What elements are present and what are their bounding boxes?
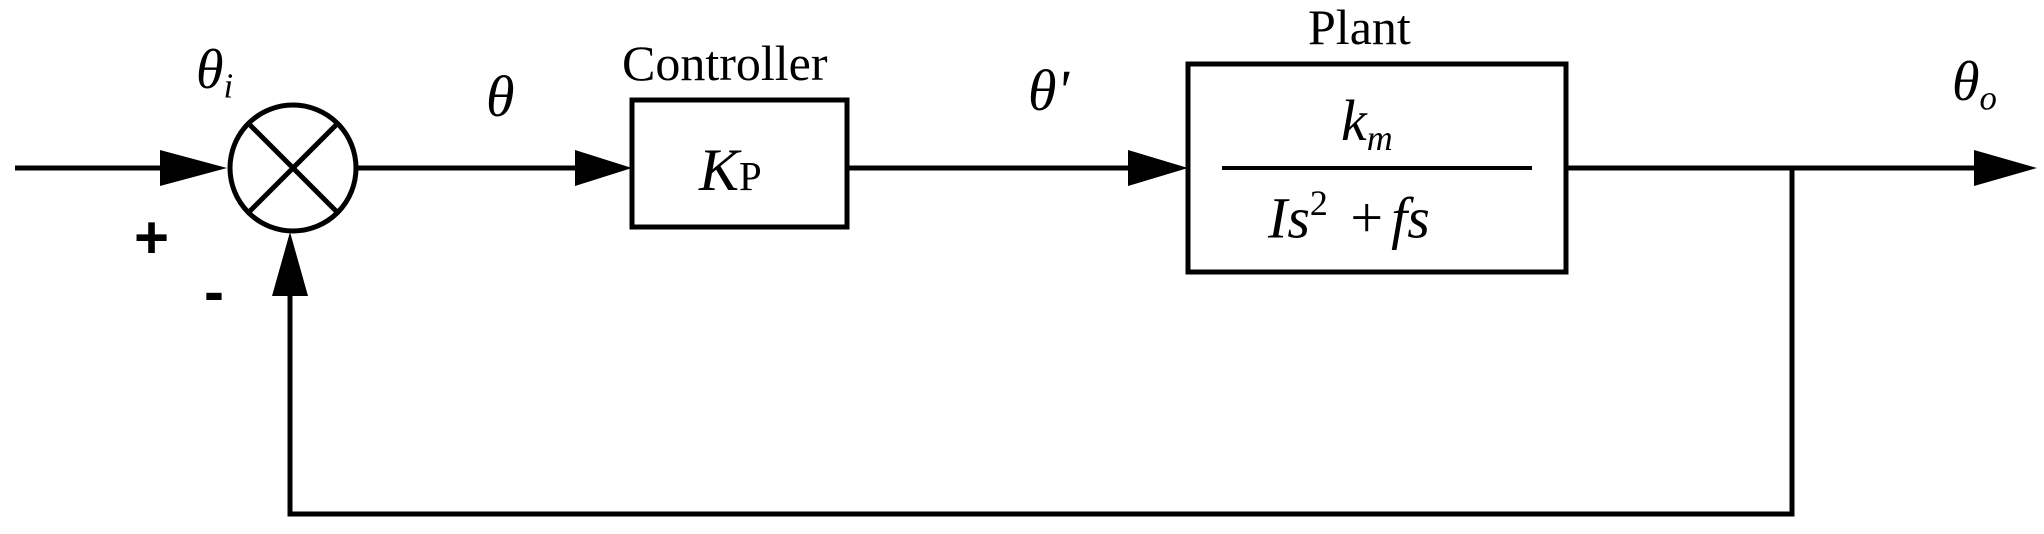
controller-title: Controller bbox=[622, 35, 828, 91]
feedback-arrowhead bbox=[272, 232, 308, 296]
input-arrowhead bbox=[160, 150, 227, 186]
minus-sign: - bbox=[204, 258, 224, 325]
input-signal-label: θi bbox=[196, 39, 234, 106]
controller-box bbox=[629, 97, 850, 230]
error-arrowhead bbox=[575, 150, 632, 186]
control-signal-label: θ' bbox=[1028, 58, 1069, 123]
plus-sign: + bbox=[134, 204, 170, 271]
error-signal-label: θ bbox=[486, 64, 515, 129]
feedback-line bbox=[287, 168, 1795, 517]
plant-title: Plant bbox=[1308, 0, 1411, 55]
control-arrowhead bbox=[1128, 150, 1188, 186]
controller-gain: KP bbox=[699, 137, 762, 203]
output-signal-label: θo bbox=[1952, 51, 1997, 118]
junction-cross-b bbox=[246, 121, 340, 215]
plant-denominator: Is2 +fs bbox=[1268, 183, 1430, 251]
plant-numerator: km bbox=[1341, 88, 1393, 159]
output-arrowhead bbox=[1974, 150, 2037, 186]
